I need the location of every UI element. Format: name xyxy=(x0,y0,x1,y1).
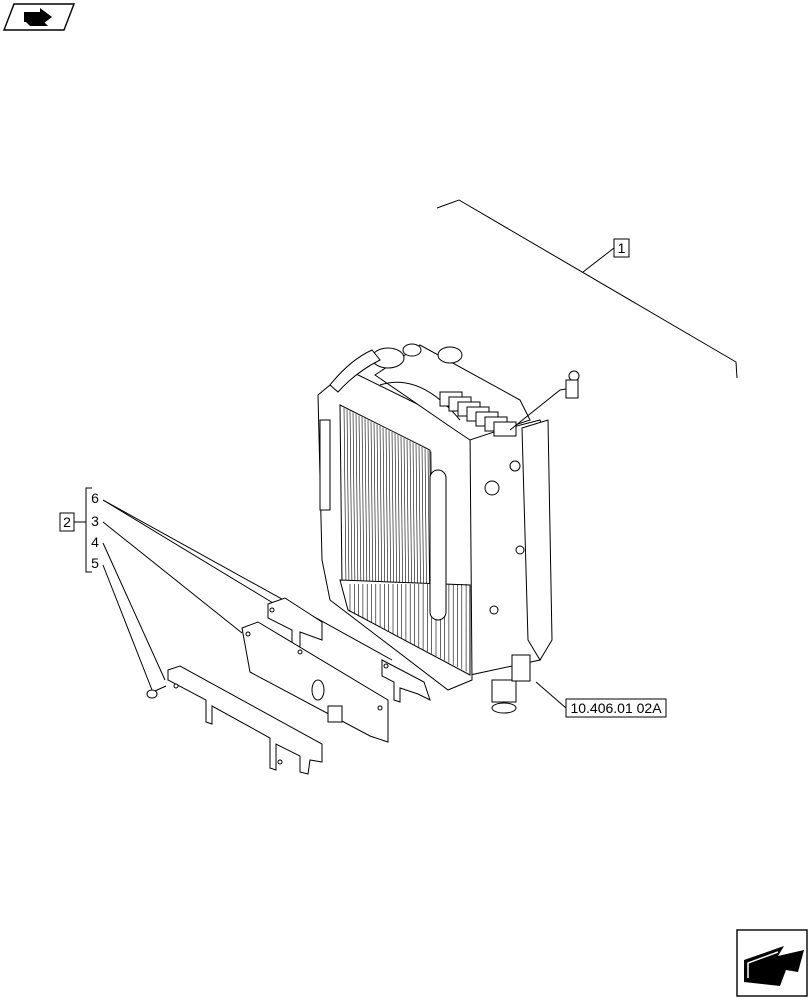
item-leaders xyxy=(102,499,393,691)
svg-text:3: 3 xyxy=(91,513,99,529)
item-3: 3 xyxy=(91,513,99,529)
book-arrow-icon[interactable] xyxy=(2,3,76,31)
svg-text:1: 1 xyxy=(618,240,626,256)
reference-callout[interactable]: 10.406.01 02A xyxy=(565,698,667,718)
item-6: 6 xyxy=(91,490,99,506)
part-5-screw xyxy=(146,685,167,699)
svg-text:10.406.01 02A: 10.406.01 02A xyxy=(570,700,662,716)
svg-text:2: 2 xyxy=(63,514,71,530)
kit-bracket xyxy=(74,487,92,573)
item-4: 4 xyxy=(91,534,99,550)
part-3-baffle xyxy=(241,621,389,743)
callout-1[interactable]: 1 xyxy=(613,238,630,258)
reference-leader xyxy=(535,681,567,709)
oil-cooler-plates xyxy=(439,391,517,437)
part-4-bracket xyxy=(167,665,323,775)
svg-text:6: 6 xyxy=(91,490,99,506)
part-6-seal xyxy=(267,597,431,703)
condenser-fins xyxy=(349,584,467,672)
item-5: 5 xyxy=(91,555,99,571)
cooling-package xyxy=(317,343,580,714)
svg-text:4: 4 xyxy=(91,534,99,550)
next-page-arrow-icon[interactable] xyxy=(736,929,808,997)
callout-2[interactable]: 2 xyxy=(59,512,75,532)
assembly-bracket xyxy=(436,199,738,379)
svg-text:5: 5 xyxy=(91,555,99,571)
radiator-fins xyxy=(343,407,434,639)
